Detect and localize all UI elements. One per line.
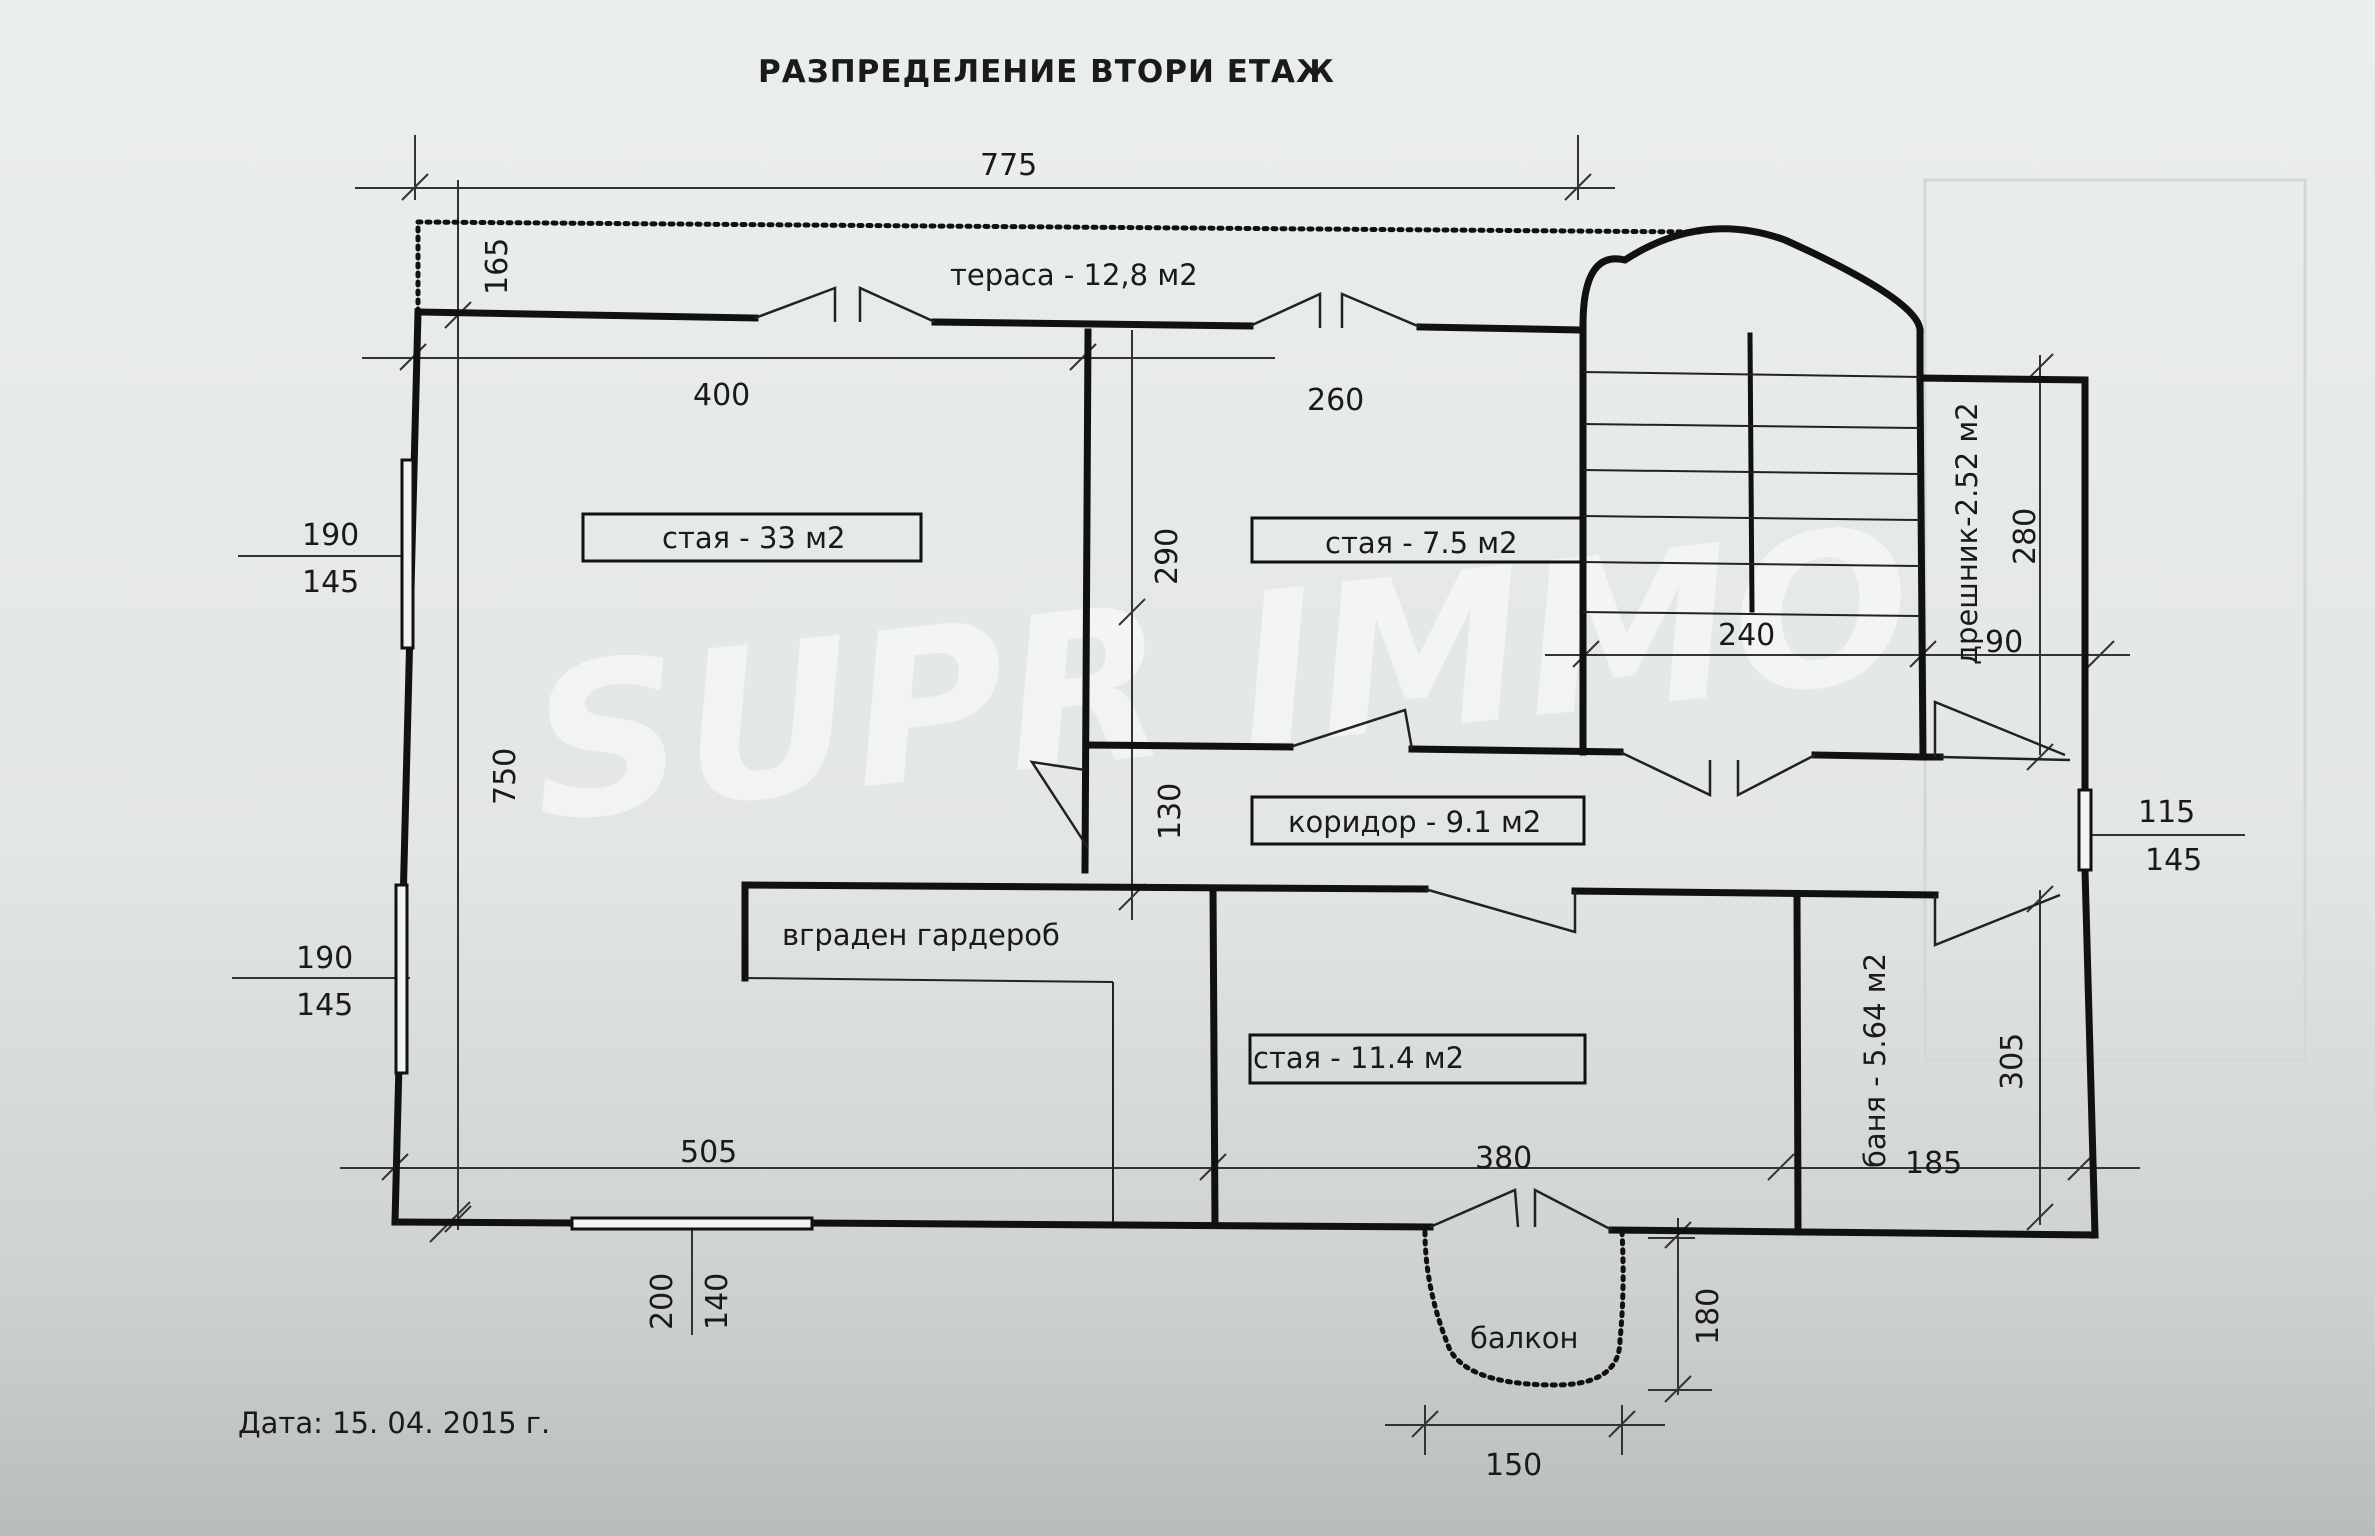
dim-185: 185 bbox=[1905, 1146, 1962, 1181]
dimension-lines bbox=[232, 135, 2245, 1455]
room-label-box-33 bbox=[581, 512, 923, 563]
doors bbox=[754, 286, 2071, 1232]
dim-165: 165 bbox=[480, 238, 515, 295]
dim-380: 380 bbox=[1475, 1141, 1532, 1176]
dim-750: 750 bbox=[488, 748, 523, 805]
dim-290: 290 bbox=[1150, 528, 1185, 585]
wardrobe-inner-line bbox=[744, 977, 1114, 983]
label-room-7-5: стая - 7.5 м2 bbox=[1325, 526, 1518, 560]
dim-150: 150 bbox=[1485, 1448, 1542, 1483]
label-wardrobe: вграден гардероб bbox=[782, 918, 1060, 952]
window-left-upper bbox=[400, 458, 415, 650]
window-left-lower bbox=[394, 883, 409, 1075]
dim-145-lower: 145 bbox=[296, 988, 353, 1023]
label-room-33: стая - 33 м2 bbox=[662, 521, 845, 555]
walls bbox=[391, 308, 2099, 1239]
dim-305: 305 bbox=[1995, 1033, 2030, 1090]
label-bath: баня - 5.64 м2 bbox=[1858, 953, 1892, 1168]
dim-200: 200 bbox=[645, 1273, 680, 1330]
dim-775: 775 bbox=[980, 148, 1037, 183]
label-closet: дрешник-2.52 м2 bbox=[1950, 402, 1984, 665]
label-room-11-4: стая - 11.4 м2 bbox=[1253, 1041, 1464, 1075]
window-bottom bbox=[570, 1216, 814, 1231]
dim-115: 115 bbox=[2138, 795, 2195, 830]
dim-240: 240 bbox=[1718, 618, 1775, 653]
dim-400: 400 bbox=[693, 378, 750, 413]
plan-title: РАЗПРЕДЕЛЕНИЕ ВТОРИ ЕТАЖ bbox=[758, 54, 1335, 90]
dim-280: 280 bbox=[2008, 508, 2043, 565]
room-label-box-11-4 bbox=[1248, 1033, 1587, 1085]
label-terrace: тераса - 12,8 м2 bbox=[950, 258, 1198, 292]
dim-130: 130 bbox=[1153, 783, 1188, 840]
dim-505: 505 bbox=[680, 1135, 737, 1170]
dim-180: 180 bbox=[1691, 1288, 1726, 1345]
stair-arch bbox=[1579, 225, 1924, 334]
label-corridor: коридор - 9.1 м2 bbox=[1288, 805, 1541, 839]
balcony-outline bbox=[1422, 1229, 1626, 1388]
dim-260: 260 bbox=[1307, 383, 1364, 418]
terrace-outline bbox=[415, 219, 1703, 315]
room-label-box-corridor bbox=[1250, 795, 1586, 846]
dim-145-right: 145 bbox=[2145, 843, 2202, 878]
plan-date: Дата: 15. 04. 2015 г. bbox=[238, 1406, 550, 1440]
window-right bbox=[2077, 788, 2093, 872]
dim-140: 140 bbox=[700, 1273, 735, 1330]
label-balcony: балкон bbox=[1470, 1321, 1578, 1355]
staircase bbox=[1582, 332, 1921, 617]
dim-90: 90 bbox=[1985, 625, 2023, 660]
dim-190-upper: 190 bbox=[302, 518, 359, 553]
dim-145-upper: 145 bbox=[302, 565, 359, 600]
room-label-box-7-5 bbox=[1250, 516, 1584, 564]
dim-190-lower: 190 bbox=[296, 941, 353, 976]
